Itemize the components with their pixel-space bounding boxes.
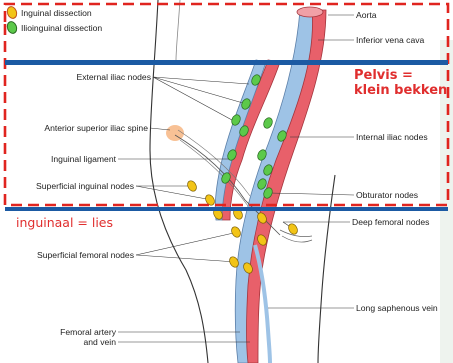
label-femoral-vein: and vein bbox=[84, 337, 117, 347]
green-node-icon bbox=[5, 20, 19, 36]
label-superficial-femoral: Superficial femoral nodes bbox=[37, 250, 134, 260]
label-asis: Anterior superior iliac spine bbox=[44, 123, 148, 133]
legend-label: Ilioinguinal dissection bbox=[21, 23, 102, 33]
annotation-pelvis-line2: klein bekken bbox=[354, 83, 447, 98]
label-external-iliac: External iliac nodes bbox=[76, 72, 151, 82]
label-inguinal-ligament: Inguinal ligament bbox=[51, 154, 116, 164]
yellow-node bbox=[186, 179, 198, 193]
label-femoral-artery: Femoral artery bbox=[60, 327, 116, 337]
body-outline bbox=[150, 0, 208, 363]
annotation-pelvis-line1: Pelvis = bbox=[354, 68, 413, 83]
legend-item: Inguinal dissection bbox=[7, 6, 92, 19]
label-ivc: Inferior vena cava bbox=[356, 35, 424, 45]
divider-bottom bbox=[5, 207, 448, 211]
label-obturator: Obturator nodes bbox=[356, 190, 418, 200]
green-node bbox=[262, 116, 274, 129]
yellow-node-icon bbox=[5, 5, 19, 21]
label-internal-iliac: Internal iliac nodes bbox=[356, 132, 428, 142]
label-superficial-inguinal: Superficial inguinal nodes bbox=[36, 181, 134, 191]
legend-label: Inguinal dissection bbox=[21, 8, 92, 18]
annotation-inguinaal: inguinaal = lies bbox=[16, 215, 113, 230]
hip-curve bbox=[176, 0, 180, 60]
thigh-outline bbox=[318, 175, 335, 363]
legend-item: Ilioinguinal dissection bbox=[7, 21, 102, 34]
label-deep-femoral: Deep femoral nodes bbox=[352, 217, 429, 227]
yellow-node bbox=[230, 225, 242, 239]
label-aorta: Aorta bbox=[356, 10, 377, 20]
aorta-top bbox=[297, 7, 323, 17]
divider-top bbox=[5, 60, 448, 65]
label-long-saphenous: Long saphenous vein bbox=[356, 303, 438, 313]
